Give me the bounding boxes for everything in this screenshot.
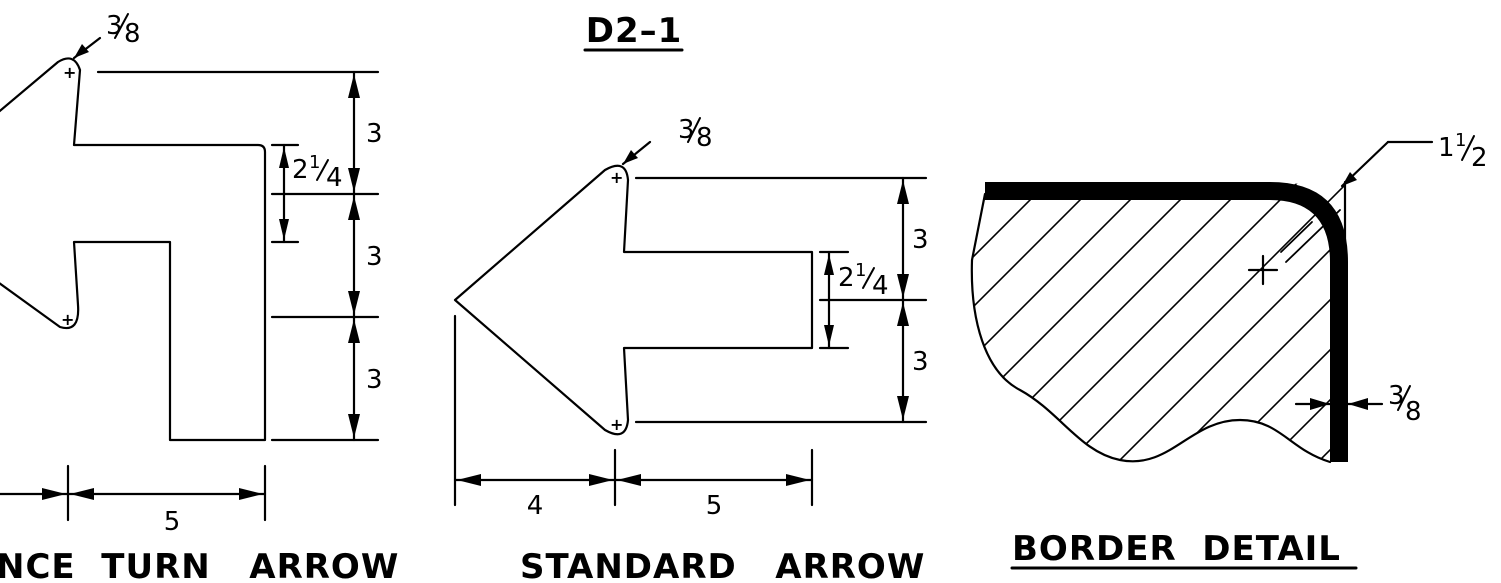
turn-radius-arrowhead bbox=[74, 44, 89, 58]
turn-bottom-ah3 bbox=[239, 488, 263, 500]
standard-dim-ah3 bbox=[897, 302, 909, 326]
standard-dim-ah4 bbox=[897, 396, 909, 420]
turn-dim-ah1 bbox=[348, 74, 360, 98]
standard-radius-arrowhead bbox=[623, 150, 638, 164]
border-radius-whole: 1 bbox=[1438, 133, 1455, 163]
border-detail-title: BORDER DETAIL bbox=[1012, 529, 1341, 569]
border-detail-drawing: 1 1 2 3 8 BORDER DETAIL bbox=[970, 130, 1488, 570]
standard-dim-5: 5 bbox=[706, 491, 723, 521]
border-width-den: 8 bbox=[1405, 397, 1422, 427]
standard-dim-3a: 3 bbox=[912, 225, 929, 255]
border-radius-line-2 bbox=[1285, 209, 1341, 263]
standard-bottom-ah3 bbox=[617, 474, 641, 486]
turn-stem-ah-top bbox=[279, 147, 289, 168]
standard-stem-slash bbox=[862, 267, 875, 289]
turn-dim-3c: 3 bbox=[366, 365, 383, 395]
border-radius-arrowhead bbox=[1342, 172, 1357, 186]
border-radius-num: 1 bbox=[1455, 130, 1466, 151]
standard-arrow-drawing: + + 3 8 3 3 2 1 4 bbox=[453, 115, 929, 583]
border-band bbox=[985, 182, 1348, 462]
standard-stem-whole: 2 bbox=[838, 263, 855, 293]
turn-radius-den: 8 bbox=[124, 19, 141, 49]
turn-stem-num: 1 bbox=[309, 152, 320, 173]
border-width-num: 3 bbox=[1388, 381, 1405, 411]
border-width-ah-right bbox=[1348, 398, 1368, 410]
standard-center-mark-top: + bbox=[610, 168, 623, 187]
turn-dim-ah4 bbox=[348, 291, 360, 315]
standard-dim-ah2 bbox=[897, 274, 909, 298]
sheet-id-text: D2–1 bbox=[586, 11, 683, 51]
standard-arrow-title: STANDARD ARROW bbox=[520, 547, 925, 583]
turn-radius-num: 3 bbox=[106, 11, 123, 41]
standard-stem-den: 4 bbox=[872, 271, 889, 301]
turn-stem-ah-bottom bbox=[279, 219, 289, 240]
turn-dim-ah3 bbox=[348, 196, 360, 220]
sheet-id: D2–1 bbox=[583, 11, 684, 52]
standard-stem-ah-bottom bbox=[824, 325, 834, 346]
border-radius-den: 2 bbox=[1471, 143, 1488, 173]
standard-dim-ah1 bbox=[897, 180, 909, 204]
turn-bottom-ah1 bbox=[42, 488, 66, 500]
border-radius-slash bbox=[1461, 135, 1475, 161]
turn-dim-ah5 bbox=[348, 319, 360, 343]
turn-dim-ah2 bbox=[348, 168, 360, 192]
turn-stem-slash bbox=[316, 159, 329, 181]
standard-dim-4: 4 bbox=[527, 491, 544, 521]
turn-arrow-center-mark-top: + bbox=[63, 63, 76, 82]
standard-stem-ah-top bbox=[824, 254, 834, 275]
standard-dim-3b: 3 bbox=[912, 347, 929, 377]
standard-radius-slash bbox=[687, 117, 701, 143]
turn-dim-5: 5 bbox=[164, 507, 181, 537]
turn-arrow-outline bbox=[0, 57, 267, 442]
standard-center-mark-bottom: + bbox=[610, 415, 623, 434]
turn-arrow-drawing: + + 3 8 3 3 3 2 1 4 bbox=[0, 11, 399, 583]
border-width-slash bbox=[1397, 385, 1411, 411]
standard-bottom-ah2 bbox=[589, 474, 613, 486]
border-radius-line-1 bbox=[1280, 221, 1313, 253]
standard-stem-num: 1 bbox=[855, 260, 866, 281]
turn-bottom-ah2 bbox=[70, 488, 94, 500]
border-broken-edge bbox=[970, 192, 1332, 464]
standard-bottom-ah1 bbox=[457, 474, 481, 486]
turn-stem-whole: 2 bbox=[292, 155, 309, 185]
turn-stem-den: 4 bbox=[326, 163, 343, 193]
standard-arrow-outline bbox=[453, 164, 814, 436]
turn-radius-slash bbox=[114, 13, 129, 39]
turn-dim-3a: 3 bbox=[366, 119, 383, 149]
standard-radius-num: 3 bbox=[678, 115, 695, 145]
turn-dim-3b: 3 bbox=[366, 242, 383, 272]
standard-radius-den: 8 bbox=[696, 123, 713, 153]
standard-bottom-ah4 bbox=[786, 474, 810, 486]
border-hatch bbox=[971, 182, 1345, 462]
turn-arrow-center-mark-bottom: + bbox=[61, 310, 74, 329]
border-width-ah-left bbox=[1310, 398, 1330, 410]
turn-arrow-title: NCE TURN ARROW bbox=[0, 547, 399, 583]
turn-dim-ah6 bbox=[348, 414, 360, 438]
